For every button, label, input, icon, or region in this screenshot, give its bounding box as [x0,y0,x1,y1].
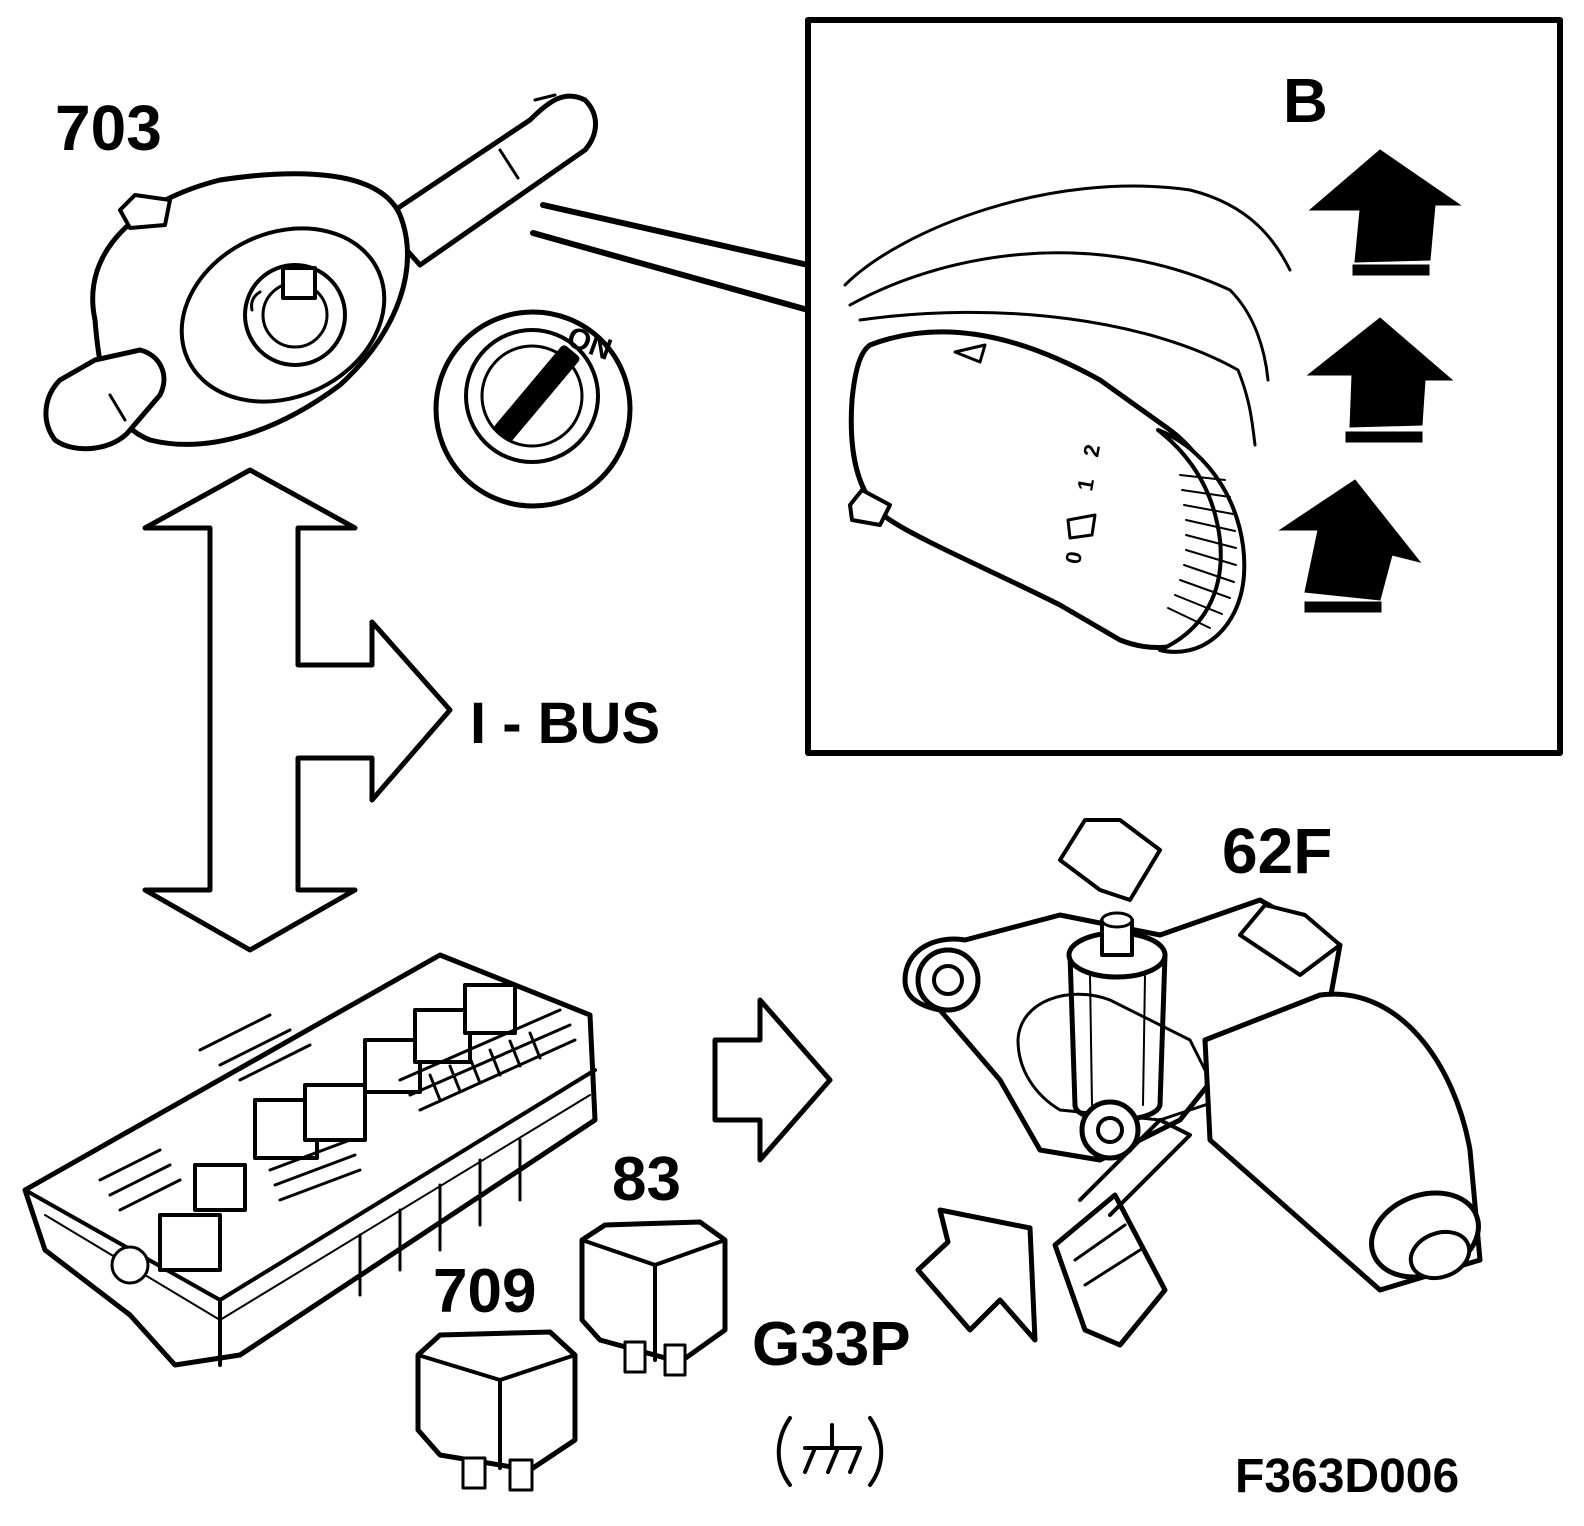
label-g33p: G33P [752,1310,911,1379]
figure-code: F363D006 [1235,1450,1459,1503]
arrow-from-ground [915,1207,1038,1343]
relay-709 [415,1329,578,1492]
up-arrow-3 [1278,479,1422,613]
detail-label-b: B [1283,67,1328,136]
steering-column-switch [43,93,598,452]
arrow-to-motor [712,997,833,1163]
ignition-switch: ON [433,309,633,509]
stalk-pos-2: 2 [1078,442,1105,458]
stalk-closeup: 2 1 0 [843,184,1292,654]
stalk-knurl [1167,474,1237,629]
label-ibus: I - BUS [470,691,660,756]
wiper-icon [953,343,987,364]
fuse-relay-box [22,952,598,1368]
label-703: 703 [55,92,162,164]
ground-icon [776,1416,884,1487]
stalk-pos-1: 1 [1072,476,1099,492]
ibus-arrow [142,467,453,953]
detail-box-b [530,17,1563,756]
label-62f: 62F [1222,815,1332,887]
wiper-motor [902,818,1483,1348]
stalk-pos-0: 0 [1060,549,1087,565]
label-83: 83 [612,1145,681,1214]
up-arrow-2 [1306,317,1454,443]
wiper-icon [1066,513,1097,540]
relay-83 [579,1219,728,1377]
label-709: 709 [433,1257,536,1326]
up-arrow-1 [1308,149,1462,276]
